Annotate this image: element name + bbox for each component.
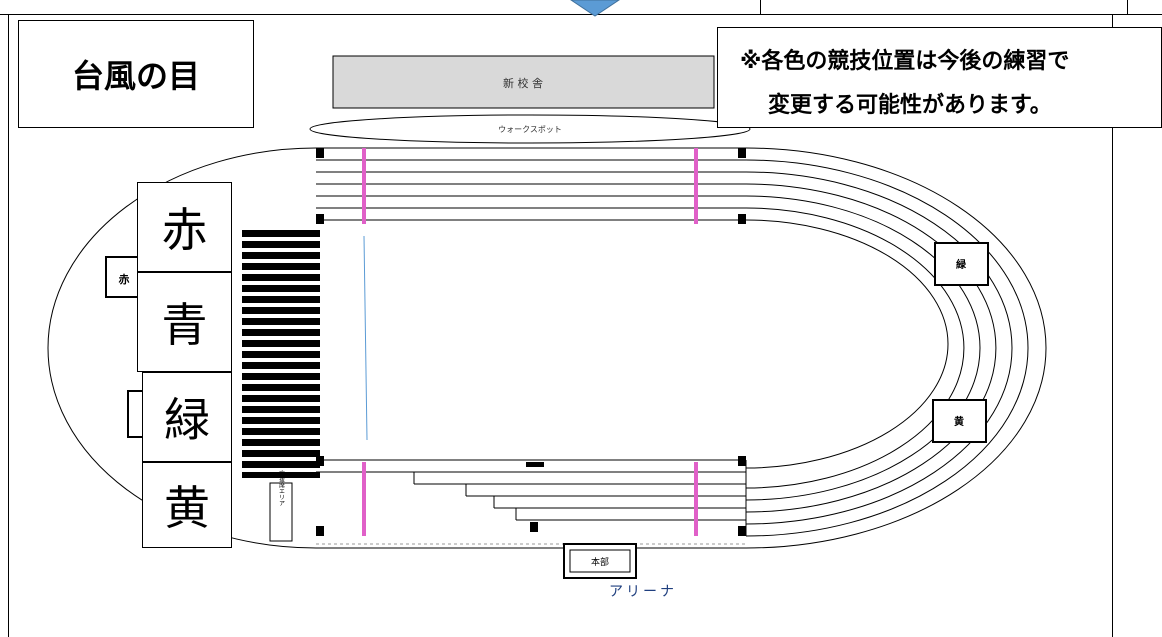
arrow-tip	[570, 0, 620, 17]
vertical-sign-label: 応援席エリア	[278, 469, 285, 506]
walk-spot-ellipse	[309, 114, 751, 144]
bleacher-block	[242, 230, 320, 478]
color-box-yellow-label: 黄	[164, 481, 210, 535]
new-school-building	[332, 55, 715, 109]
color-box-blue-label: 青	[161, 298, 208, 352]
title-box: 台風の目	[18, 20, 254, 128]
red-team-marker-label: 赤	[119, 272, 130, 286]
color-box-green: 緑	[142, 372, 232, 462]
pink-markers	[362, 148, 698, 536]
blue-line	[363, 235, 368, 441]
color-box-blue: 青	[137, 272, 232, 372]
note-line-1: ※各色の競技位置は今後の練習で	[740, 49, 1070, 74]
honbu-label: 本部	[591, 556, 609, 568]
green-team-marker-label: 緑	[956, 258, 967, 271]
yellow-team-marker	[932, 399, 987, 443]
ellipse-label: ウォークスポット	[498, 125, 562, 134]
frame-top-tab-right	[1127, 0, 1128, 14]
frame-left	[8, 14, 9, 637]
frame-top	[0, 14, 1162, 15]
honbu-inner	[569, 549, 631, 573]
color-box-yellow: 黄	[142, 462, 232, 548]
color-box-green-label: 緑	[164, 393, 210, 447]
note-box: ※各色の競技位置は今後の練習で 変更する可能性があります。	[717, 27, 1162, 128]
building-label: 新 校 舎	[503, 76, 543, 90]
top-lanes	[316, 159, 746, 221]
green-team-marker	[934, 242, 989, 286]
bottom-lanes	[316, 459, 747, 536]
down-arrow-icon	[570, 0, 620, 17]
vertical-sign	[269, 482, 293, 542]
page-title: 台風の目	[71, 57, 200, 95]
outer-track	[47, 147, 1047, 549]
end-posts	[316, 148, 746, 536]
color-box-red: 赤	[137, 182, 232, 272]
yellow-team-marker-label: 黄	[954, 415, 964, 428]
note-line-2: 変更する可能性があります。	[768, 93, 1052, 118]
right-curve-lanes	[745, 159, 1029, 537]
arena-label: アリーナ	[609, 584, 677, 600]
color-box-red-label: 赤	[161, 203, 208, 257]
frame-top-tab-left	[760, 0, 761, 14]
frame-right	[1112, 14, 1113, 637]
